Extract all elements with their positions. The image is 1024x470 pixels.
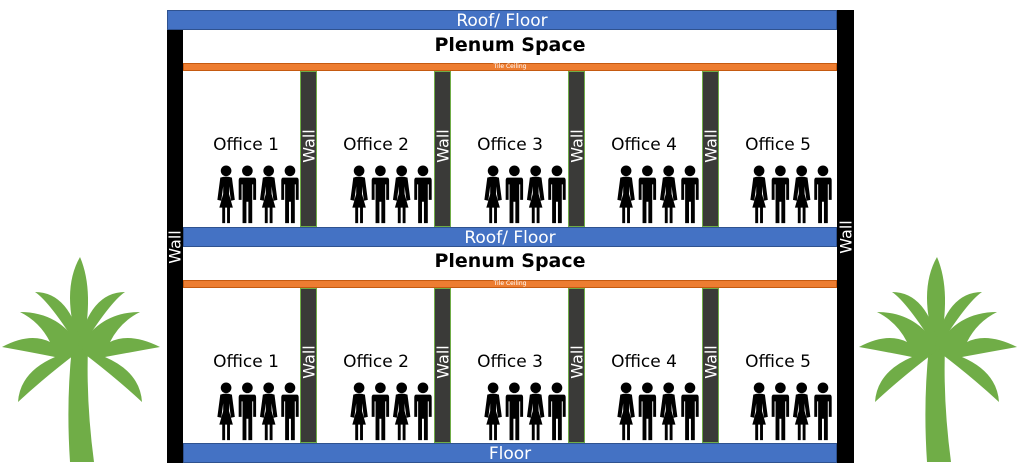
office-label-lower-5: Office 5 — [745, 352, 811, 372]
outer-wall-right: Wall — [836, 10, 855, 463]
office-label-lower-4: Office 4 — [611, 352, 677, 372]
people-group-icon — [467, 382, 585, 442]
palm-tree-icon — [859, 257, 1017, 462]
inner-wall-upper-3: Wall — [567, 71, 586, 227]
inner-wall-label: Wall — [433, 345, 452, 380]
inner-wall-lower-2: Wall — [433, 288, 452, 443]
people-group-icon — [200, 165, 318, 225]
inner-wall-label: Wall — [701, 129, 720, 163]
people-group-icon — [333, 165, 451, 225]
people-group-icon — [467, 165, 585, 225]
bottom-floor-slab: Floor — [183, 443, 837, 464]
inner-wall-label: Wall — [701, 345, 720, 380]
people-group-icon — [733, 165, 851, 225]
plenum-space-lower: Plenum Space — [434, 250, 586, 272]
top-roof-floor-slab: Roof/ Floor — [167, 10, 837, 31]
office-label-upper-3: Office 3 — [477, 135, 543, 155]
palm-tree-icon — [2, 257, 160, 462]
office-label-lower-3: Office 3 — [477, 352, 543, 372]
people-group-icon — [733, 382, 851, 442]
inner-wall-upper-2: Wall — [433, 71, 452, 227]
office-label-upper-1: Office 1 — [213, 135, 279, 155]
plenum-space-upper: Plenum Space — [434, 34, 586, 56]
inner-wall-lower-3: Wall — [567, 288, 586, 443]
outer-wall-left-label: Wall — [165, 229, 185, 264]
people-group-icon — [600, 382, 718, 442]
inner-wall-lower-1: Wall — [299, 288, 318, 443]
inner-wall-label: Wall — [433, 129, 452, 163]
middle-roof-floor-slab: Roof/ Floor — [183, 227, 837, 248]
tile-ceiling-upper: Tile Ceiling — [183, 63, 837, 71]
office-label-lower-2: Office 2 — [343, 352, 409, 372]
office-label-upper-4: Office 4 — [611, 135, 677, 155]
people-group-icon — [333, 382, 451, 442]
inner-wall-label: Wall — [567, 129, 586, 163]
office-label-upper-2: Office 2 — [343, 135, 409, 155]
inner-wall-upper-4: Wall — [701, 71, 720, 227]
people-group-icon — [200, 382, 318, 442]
inner-wall-lower-4: Wall — [701, 288, 720, 443]
people-group-icon — [600, 165, 718, 225]
tile-ceiling-lower: Tile Ceiling — [183, 280, 837, 288]
inner-wall-upper-1: Wall — [299, 71, 318, 227]
office-label-upper-5: Office 5 — [745, 135, 811, 155]
inner-wall-label: Wall — [567, 345, 586, 380]
outer-wall-left: Wall — [165, 30, 185, 463]
office-label-lower-1: Office 1 — [213, 352, 279, 372]
